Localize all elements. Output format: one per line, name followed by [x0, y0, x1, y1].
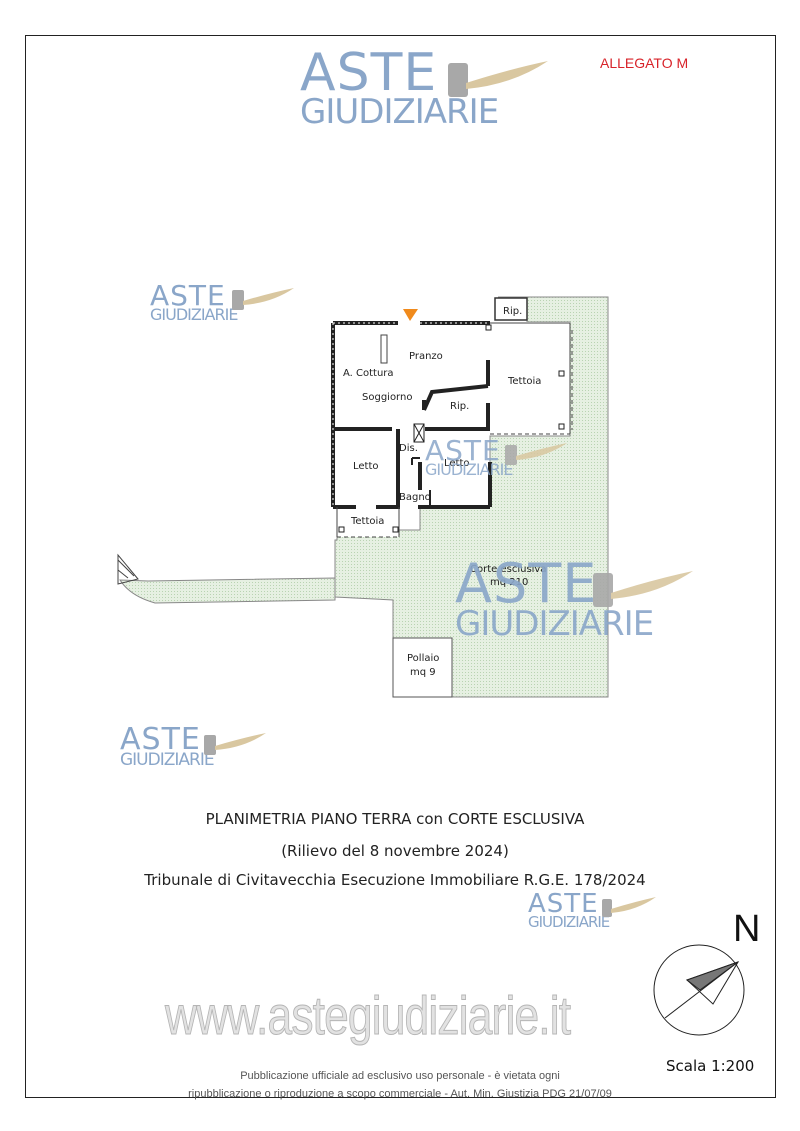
- watermark-lower-left: ASTE GIUDIZIARIE: [120, 725, 266, 769]
- label-corte-area: mq 210: [490, 577, 528, 588]
- gavel-icon: [204, 733, 266, 755]
- gate: [117, 553, 139, 585]
- watermark-large: ASTE GIUDIZIARIE: [455, 557, 693, 640]
- dis-door-symbol: [413, 423, 425, 443]
- kitchen-counter: [380, 334, 388, 364]
- watermark-lower-right: ASTE GIUDIZIARIE: [528, 891, 656, 930]
- plan-title: PLANIMETRIA PIANO TERRA con CORTE ESCLUS…: [205, 810, 585, 828]
- access-path: [119, 577, 336, 604]
- gavel-icon: [505, 443, 567, 465]
- watermark-site: www.astegiudiziarie.it: [165, 986, 572, 1047]
- rip-small-box: [494, 297, 528, 321]
- gavel-icon: [602, 897, 656, 917]
- compass-icon: [653, 944, 745, 1036]
- building-fill: [333, 322, 488, 507]
- gavel-icon: [593, 571, 693, 607]
- pollaio-box: [392, 637, 453, 698]
- label-rip: Rip.: [450, 401, 469, 412]
- north-label: N: [733, 908, 761, 950]
- label-letto-left: Letto: [353, 461, 379, 472]
- footer-line-2: ripubblicazione o riproduzione a scopo c…: [188, 1088, 612, 1100]
- allegato-label: ALLEGATO M: [600, 55, 689, 71]
- label-pollaio: Pollaio: [407, 653, 439, 664]
- label-corte: Corte esclusiva: [470, 564, 546, 575]
- tettoia-right-outline: [490, 322, 573, 435]
- label-tettoia-right: Tettoia: [507, 376, 541, 387]
- label-tettoia-bottom: Tettoia: [350, 516, 384, 527]
- label-rip-small: Rip.: [503, 306, 522, 317]
- survey-date: (Rilievo del 8 novembre 2024): [281, 842, 509, 860]
- entrance-marker: [403, 309, 418, 321]
- label-cottura: A. Cottura: [343, 368, 394, 379]
- gavel-icon: [232, 288, 294, 310]
- label-pollaio-area: mq 9: [410, 667, 436, 678]
- watermark-left: ASTE GIUDIZIARIE: [150, 281, 294, 323]
- tettoia-bottom-outline: [336, 507, 400, 538]
- footer-line-1: Pubblicazione ufficiale ad esclusivo uso…: [240, 1070, 560, 1082]
- page-frame: [25, 35, 776, 1098]
- label-letto-right: Letto: [444, 458, 470, 469]
- court-reference: Tribunale di Civitavecchia Esecuzione Im…: [144, 871, 646, 889]
- gavel-icon: [448, 61, 548, 97]
- label-soggiorno: Soggiorno: [362, 392, 412, 403]
- watermark-top: ASTE GIUDIZIARIE: [300, 47, 548, 129]
- label-bagno: Bagno: [399, 492, 431, 503]
- scale-label: Scala 1:200: [666, 1057, 755, 1075]
- label-dis: Dis.: [399, 443, 418, 454]
- watermark-center: ASTE GIUDIZIARIE: [425, 436, 567, 478]
- label-pranzo: Pranzo: [409, 351, 443, 362]
